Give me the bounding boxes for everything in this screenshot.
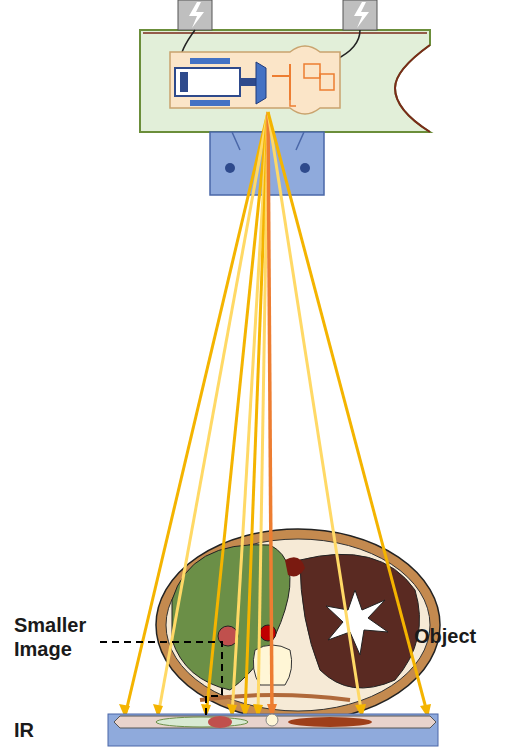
- x-ray-beams: [125, 112, 428, 716]
- image-receptor: [108, 714, 438, 746]
- tube-housing: [140, 30, 430, 132]
- insulator: [178, 0, 212, 30]
- stomach-gas: [326, 590, 388, 655]
- callout-label: IR: [14, 718, 74, 742]
- cathode: [272, 64, 290, 100]
- leader-line: [100, 642, 222, 716]
- callout-label: Object: [414, 624, 514, 648]
- rotor: [175, 68, 240, 96]
- insulator: [343, 0, 377, 30]
- glass-envelope: [170, 46, 340, 114]
- body-outline: [156, 529, 440, 721]
- anode-disc: [256, 62, 266, 104]
- aorta: [260, 625, 276, 641]
- callout-label: Smaller Image: [14, 613, 98, 661]
